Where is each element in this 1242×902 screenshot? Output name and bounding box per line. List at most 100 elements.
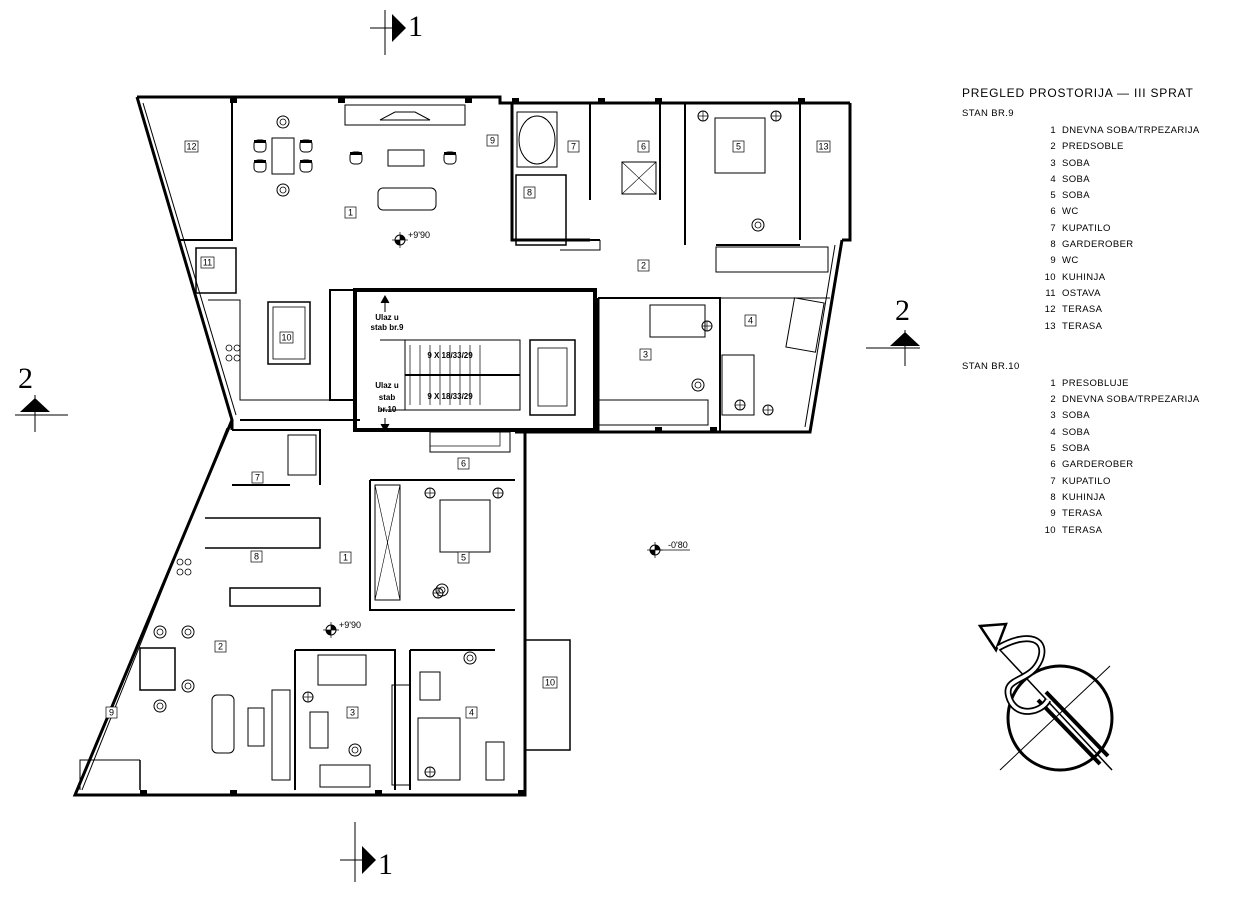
legend-row: 2 PREDSOBLE (962, 141, 1232, 157)
room-number: 2 (1050, 141, 1056, 153)
room-label: SOBA (1062, 173, 1090, 185)
room-label: TERASA (1062, 320, 1103, 332)
section-2-label-right: 2 (895, 294, 910, 327)
room-9-13: 13 (818, 142, 828, 152)
room-9-1: 1 (348, 208, 353, 218)
room-label: KUPATILO (1062, 475, 1111, 487)
level-ground: -0'80 (668, 540, 688, 550)
room-number: 8 (1050, 491, 1056, 503)
entry-9-line-2: stab br.9 (371, 323, 404, 332)
legend-row: 8 GARDEROBER (962, 239, 1232, 255)
room-number: 4 (1050, 173, 1056, 185)
room-9-3: 3 (643, 350, 648, 360)
section-1-label-bottom: 1 (378, 848, 393, 881)
room-number: 12 (1044, 304, 1056, 316)
entry-10-line-2: stab (379, 393, 396, 402)
room-label: SOBA (1062, 443, 1090, 455)
room-10-6: 6 (461, 459, 466, 469)
room-label: WC (1062, 255, 1079, 267)
stair-flight-upper: 9 X 18/33/29 (427, 351, 473, 360)
room-9-10: 10 (281, 333, 291, 343)
legend-title: PREGLED PROSTORIJA — III SPRAT (962, 86, 1194, 100)
legend-row: 13 TERASA (962, 321, 1232, 337)
room-9-2: 2 (641, 261, 646, 271)
entry-10-line-3: br.10 (378, 405, 397, 414)
apartment-10-walls (72, 419, 571, 797)
room-number: 13 (1044, 320, 1056, 332)
room-label: TERASA (1062, 508, 1103, 520)
room-number: 3 (1050, 410, 1056, 422)
room-10-5: 5 (461, 553, 466, 563)
room-label: KUHINJA (1062, 271, 1106, 283)
room-label: DNEVNA SOBA/TRPEZARIJA (1062, 125, 1200, 136)
room-label: PREDSOBLE (1062, 141, 1124, 153)
room-number: 10 (1044, 271, 1056, 283)
legend-row: 5 SOBA (962, 190, 1232, 206)
apartment-10-room-labels: 1 2 3 4 5 6 7 8 9 10 (105, 457, 558, 719)
room-9-8: 8 (527, 188, 532, 198)
room-label: GARDEROBER (1062, 459, 1134, 471)
window-marks (140, 98, 805, 795)
section-marker-2-right: 2 (866, 294, 920, 366)
level-lower: +9'90 (339, 620, 361, 630)
room-9-4: 4 (748, 316, 753, 326)
apartment-9-room-labels: 1 2 3 4 5 6 7 8 9 10 11 12 13 (184, 134, 831, 361)
room-legend: PREGLED PROSTORIJA — III SPRAT STAN BR.9… (962, 86, 1232, 541)
stairwell (353, 288, 597, 433)
room-number: 5 (1050, 190, 1056, 202)
room-9-9: 9 (490, 136, 495, 146)
room-number: 6 (1050, 459, 1056, 471)
apartment-10-furniture (153, 431, 505, 781)
room-label: SOBA (1062, 190, 1090, 202)
room-label: TERASA (1062, 524, 1103, 536)
room-number: 8 (1050, 239, 1056, 251)
section-marker-1-top: 1 (370, 10, 423, 55)
room-10-3: 3 (350, 708, 355, 718)
legend-row: 5 SOBA (962, 443, 1232, 459)
room-10-10: 10 (545, 678, 555, 688)
room-label: TERASA (1062, 304, 1103, 316)
room-number: 9 (1050, 508, 1056, 520)
room-9-11: 11 (203, 258, 212, 268)
section-marker-2-left: 2 (15, 362, 68, 432)
room-10-9: 9 (109, 708, 114, 718)
section-marker-1-bottom: 1 (340, 822, 393, 882)
room-label: SOBA (1062, 157, 1090, 169)
room-9-12: 12 (186, 142, 196, 152)
level-markers: +9'90 +9'90 -0'80 (322, 230, 690, 639)
room-number: 9 (1050, 255, 1056, 267)
room-number: 7 (1050, 475, 1056, 487)
room-label: GARDEROBER (1062, 239, 1134, 251)
legend-row: 12 TERASA (962, 304, 1232, 320)
legend-row: 3 SOBA (962, 410, 1232, 426)
section-1-label-top: 1 (408, 10, 423, 43)
room-label: KUPATILO (1062, 222, 1111, 234)
room-number: 6 (1050, 206, 1056, 218)
room-label: OSTAVA (1062, 287, 1101, 299)
legend-row: 7 KUPATILO (962, 476, 1232, 492)
legend-row: 4 SOBA (962, 174, 1232, 190)
stair-labels: Ulaz u stab br.9 Ulaz u stab br.10 9 X 1… (371, 313, 474, 414)
room-label: SOBA (1062, 426, 1090, 438)
room-label: SOBA (1062, 410, 1090, 422)
room-label: DNEVNA SOBA/TRPEZARIJA (1062, 394, 1200, 406)
room-10-4: 4 (469, 708, 474, 718)
entry-10-line-1: Ulaz u (375, 381, 399, 390)
legend-row: 9 WC (962, 255, 1232, 271)
north-arrow-icon (977, 622, 1114, 772)
room-9-5: 5 (736, 142, 741, 152)
room-9-6: 6 (641, 142, 646, 152)
room-label: WC (1062, 206, 1079, 218)
room-number: 5 (1050, 443, 1056, 455)
